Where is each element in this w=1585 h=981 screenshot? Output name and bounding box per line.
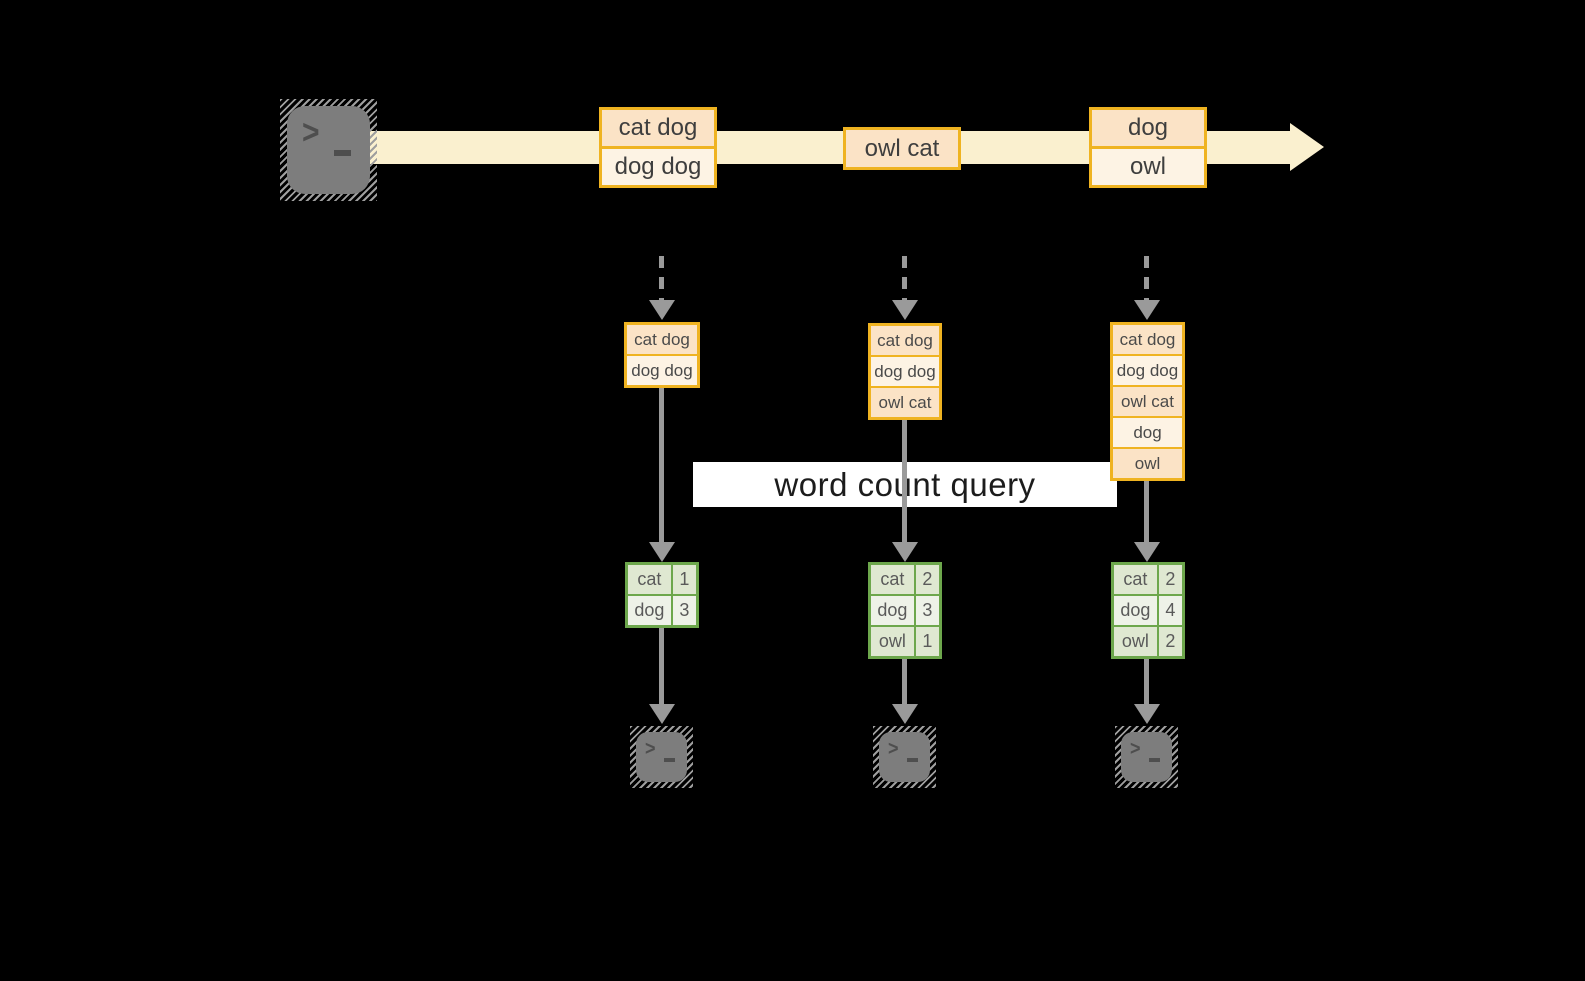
count-value: 2 xyxy=(1156,565,1182,594)
count-value: 3 xyxy=(913,596,939,625)
count-word: owl xyxy=(871,627,914,656)
query-arrow-line-3 xyxy=(1144,481,1149,544)
stream-message-2: owl cat xyxy=(843,127,961,170)
emit-arrow-line-3 xyxy=(1144,659,1149,704)
count-row: dog 3 xyxy=(871,594,939,625)
ingest-arrow-line-1 xyxy=(659,256,664,302)
stream-arrow-head xyxy=(1290,123,1324,171)
message-line: cat dog xyxy=(602,110,714,146)
count-row: owl 1 xyxy=(871,625,939,656)
terminal-cursor-icon xyxy=(334,150,351,156)
window-buffer-1: cat dog dog dog xyxy=(624,322,700,388)
emit-arrow-head-3 xyxy=(1134,704,1160,724)
terminal-screen: > xyxy=(1121,732,1172,782)
terminal-prompt-icon: > xyxy=(645,736,656,760)
message-line: owl xyxy=(1092,146,1204,185)
window-row: dog xyxy=(1113,416,1182,447)
sink-terminal-icon-2: > xyxy=(873,726,936,788)
terminal-screen: > xyxy=(287,106,370,194)
source-terminal-icon: > xyxy=(280,99,377,201)
count-word: owl xyxy=(1114,627,1157,656)
ingest-arrow-head-1 xyxy=(649,300,675,320)
query-arrow-head-3 xyxy=(1134,542,1160,562)
count-row: dog 3 xyxy=(628,594,696,625)
sink-terminal-icon-3: > xyxy=(1115,726,1178,788)
terminal-cursor-icon xyxy=(664,758,675,762)
window-row: owl cat xyxy=(871,386,939,417)
terminal-screen: > xyxy=(636,732,687,782)
count-word: dog xyxy=(871,596,914,625)
count-table-1: cat 1 dog 3 xyxy=(625,562,699,628)
message-line: owl cat xyxy=(846,130,958,167)
ingest-arrow-line-3 xyxy=(1144,256,1149,302)
count-row: cat 1 xyxy=(628,565,696,594)
terminal-prompt-icon: > xyxy=(888,736,899,760)
window-row: cat dog xyxy=(1113,325,1182,354)
count-value: 2 xyxy=(1156,627,1182,656)
ingest-arrow-head-2 xyxy=(892,300,918,320)
query-arrow-line-1 xyxy=(659,388,664,544)
terminal-cursor-icon xyxy=(1149,758,1160,762)
count-word: dog xyxy=(1114,596,1157,625)
window-row: dog dog xyxy=(871,355,939,386)
window-row: cat dog xyxy=(627,325,697,354)
count-row: dog 4 xyxy=(1114,594,1182,625)
window-row: dog dog xyxy=(627,354,697,385)
query-arrow-head-1 xyxy=(649,542,675,562)
count-value: 4 xyxy=(1156,596,1182,625)
count-value: 3 xyxy=(670,596,696,625)
count-value: 1 xyxy=(670,565,696,594)
message-line: dog xyxy=(1092,110,1204,146)
message-line: dog dog xyxy=(602,146,714,185)
emit-arrow-line-2 xyxy=(902,659,907,704)
ingest-arrow-head-3 xyxy=(1134,300,1160,320)
count-value: 2 xyxy=(913,565,939,594)
window-buffer-2: cat dog dog dog owl cat xyxy=(868,323,942,420)
emit-arrow-head-2 xyxy=(892,704,918,724)
ingest-arrow-line-2 xyxy=(902,256,907,302)
window-row: cat dog xyxy=(871,326,939,355)
terminal-cursor-icon xyxy=(907,758,918,762)
count-word: cat xyxy=(871,565,914,594)
terminal-screen: > xyxy=(879,732,930,782)
query-arrow-line-2 xyxy=(902,420,907,544)
count-row: owl 2 xyxy=(1114,625,1182,656)
window-row: owl xyxy=(1113,447,1182,478)
count-word: cat xyxy=(628,565,671,594)
emit-arrow-line-1 xyxy=(659,628,664,704)
stream-message-1: cat dog dog dog xyxy=(599,107,717,188)
count-table-3: cat 2 dog 4 owl 2 xyxy=(1111,562,1185,659)
query-arrow-head-2 xyxy=(892,542,918,562)
count-word: dog xyxy=(628,596,671,625)
terminal-prompt-icon: > xyxy=(1130,736,1141,760)
count-row: cat 2 xyxy=(871,565,939,594)
count-value: 1 xyxy=(913,627,939,656)
count-word: cat xyxy=(1114,565,1157,594)
window-row: dog dog xyxy=(1113,354,1182,385)
stream-message-3: dog owl xyxy=(1089,107,1207,188)
window-row: owl cat xyxy=(1113,385,1182,416)
count-row: cat 2 xyxy=(1114,565,1182,594)
terminal-prompt-icon: > xyxy=(302,113,320,152)
sink-terminal-icon-1: > xyxy=(630,726,693,788)
count-table-2: cat 2 dog 3 owl 1 xyxy=(868,562,942,659)
window-buffer-3: cat dog dog dog owl cat dog owl xyxy=(1110,322,1185,481)
emit-arrow-head-1 xyxy=(649,704,675,724)
